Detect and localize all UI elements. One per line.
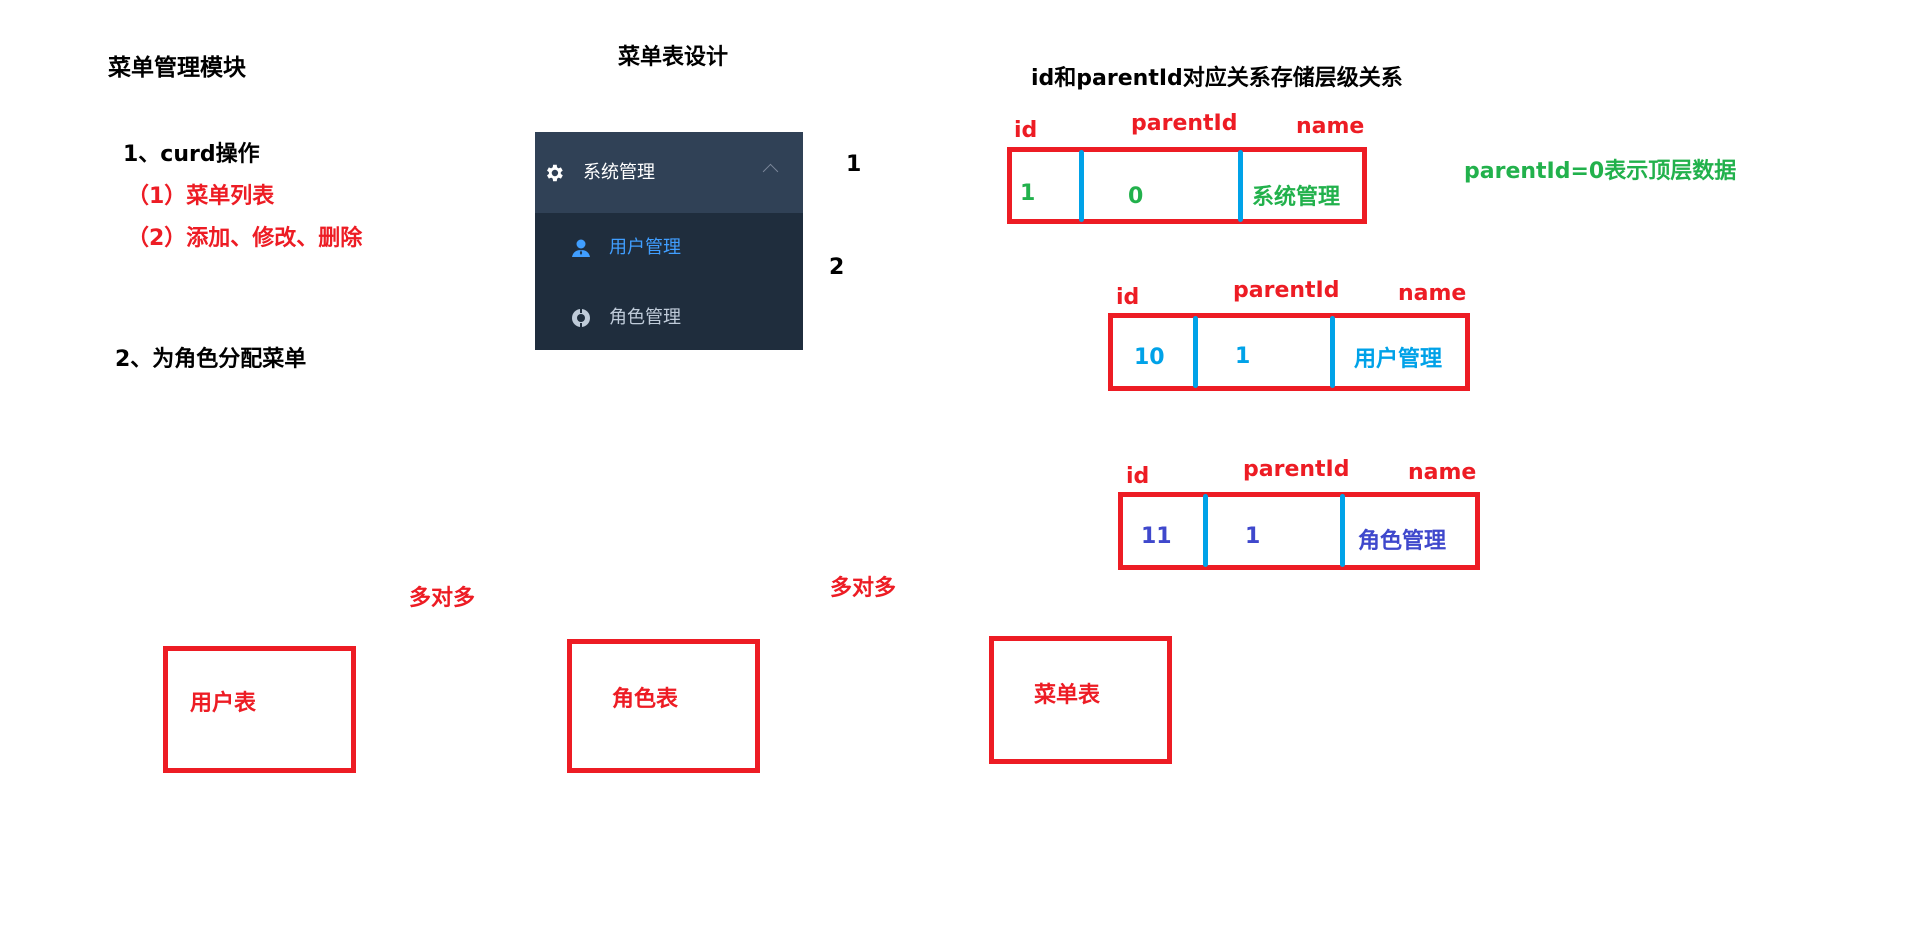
col-label-name: name <box>1408 460 1477 485</box>
col-label-name: name <box>1398 281 1467 306</box>
col-label-name: name <box>1296 114 1365 139</box>
entity-label-role: 角色表 <box>612 687 679 712</box>
role-icon <box>571 308 591 328</box>
module-title: 菜单管理模块 <box>108 55 246 81</box>
top-level-note: parentId=0表示顶层数据 <box>1464 159 1737 184</box>
column-divider <box>1203 494 1208 567</box>
chevron-up-icon <box>762 163 779 180</box>
col-label-id: id <box>1116 285 1140 310</box>
record-row-1 <box>1007 147 1367 224</box>
record-1-name: 系统管理 <box>1252 185 1341 210</box>
relation-label-role-menu: 多对多 <box>830 576 897 601</box>
sub-item-add-edit-delete: （2）添加、修改、删除 <box>127 226 363 251</box>
hierarchy-title: id和parentId对应关系存储层级关系 <box>1031 66 1403 91</box>
col-label-parentid: parentId <box>1233 278 1340 303</box>
record-3-id: 11 <box>1141 524 1172 549</box>
menu-item-role[interactable]: 角色管理 <box>535 298 803 338</box>
record-row-2 <box>1108 313 1470 391</box>
item-curd: 1、curd操作 <box>123 142 260 167</box>
entity-menu-table: 菜单表 <box>989 636 1172 764</box>
column-divider <box>1330 316 1335 388</box>
col-label-id: id <box>1014 118 1038 143</box>
menu-label-system: 系统管理 <box>583 162 655 183</box>
col-label-parentid: parentId <box>1131 111 1238 136</box>
column-divider <box>1238 150 1243 222</box>
menu-design-title: 菜单表设计 <box>618 45 729 70</box>
entity-label-user: 用户表 <box>190 691 257 716</box>
column-divider <box>1193 316 1198 388</box>
menu-item-system[interactable]: 系统管理 <box>535 132 803 213</box>
col-label-parentid: parentId <box>1243 457 1350 482</box>
sidebar-menu: 系统管理 用户管理 角色管理 <box>535 132 803 350</box>
menu-label-role: 角色管理 <box>609 307 681 328</box>
column-divider <box>1340 494 1345 567</box>
item-assign-menu: 2、为角色分配菜单 <box>115 347 307 372</box>
record-2-name: 用户管理 <box>1354 347 1443 372</box>
record-1-parentid: 0 <box>1128 184 1144 209</box>
column-divider <box>1079 150 1084 222</box>
col-label-id: id <box>1126 464 1150 489</box>
record-2-id: 10 <box>1134 345 1165 370</box>
record-1-id: 1 <box>1020 181 1036 206</box>
entity-label-menu: 菜单表 <box>1034 683 1101 708</box>
record-2-parentid: 1 <box>1235 344 1251 369</box>
level-marker-2: 2 <box>829 255 845 280</box>
menu-item-user[interactable]: 用户管理 <box>535 228 803 268</box>
entity-user-table: 用户表 <box>163 646 356 773</box>
relation-label-user-role: 多对多 <box>409 586 476 611</box>
record-3-name: 角色管理 <box>1358 529 1447 554</box>
record-row-3 <box>1118 492 1480 570</box>
gear-icon <box>543 162 563 182</box>
entity-role-table: 角色表 <box>567 639 760 773</box>
record-3-parentid: 1 <box>1245 524 1261 549</box>
menu-label-user: 用户管理 <box>609 237 681 258</box>
sub-item-menu-list: （1）菜单列表 <box>127 184 275 209</box>
user-icon <box>571 238 591 258</box>
level-marker-1: 1 <box>846 152 862 177</box>
